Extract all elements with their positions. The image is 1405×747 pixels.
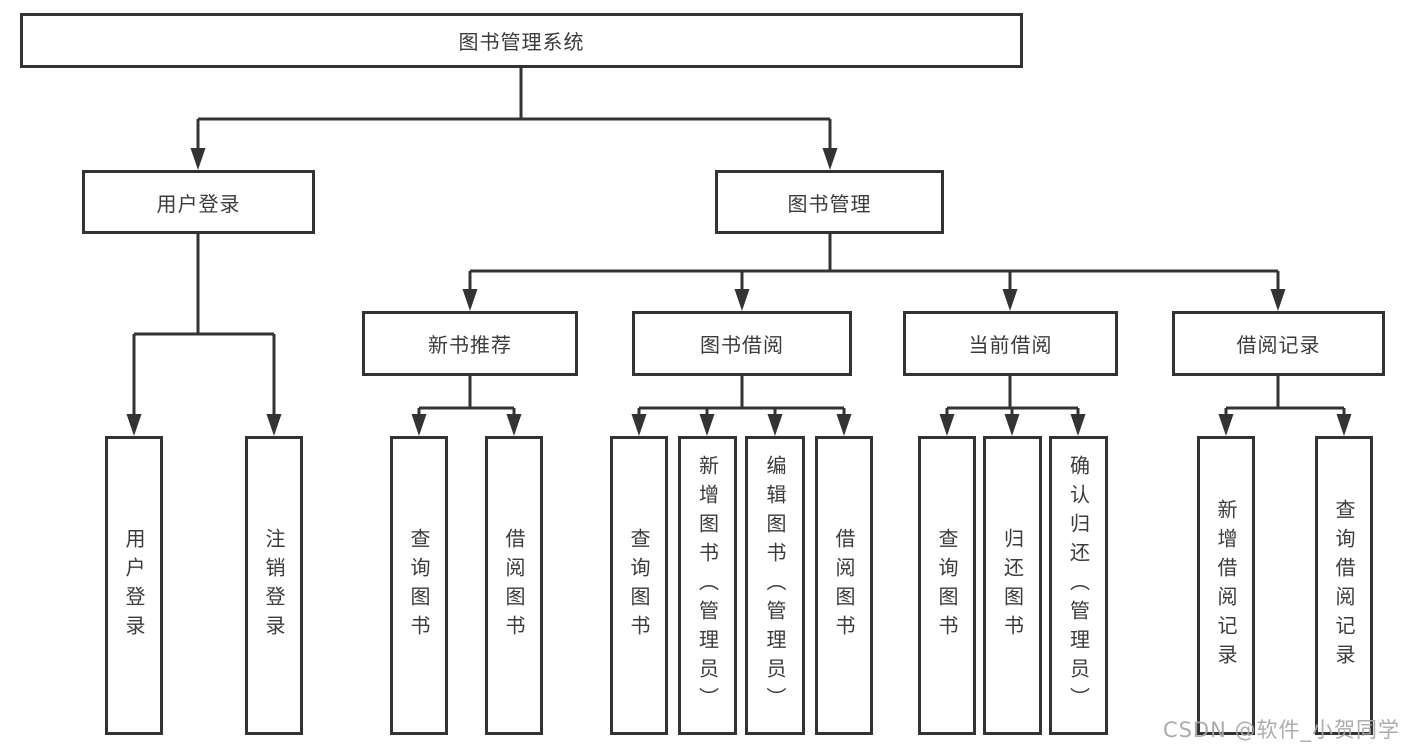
node-current-return-books: 归还图书 bbox=[983, 436, 1042, 735]
node-borrow-borrow-books: 借阅图书 bbox=[815, 436, 873, 735]
arrowhead-icon bbox=[836, 414, 852, 436]
csdn-watermark: CSDN @软件_小贺同学 bbox=[1162, 718, 1400, 742]
node-borrow-add-books-admin: 新增图书（管理员） bbox=[678, 436, 737, 735]
arrowheads-group bbox=[126, 148, 1352, 436]
arrowhead-icon bbox=[1218, 414, 1234, 436]
node-logout-action: 注销登录 bbox=[245, 436, 303, 735]
node-user-login: 用户登录 bbox=[82, 170, 315, 234]
node-current-confirm-return-admin: 确认归还（管理员） bbox=[1049, 436, 1108, 735]
node-new-book-recommendation: 新书推荐 bbox=[362, 311, 578, 376]
node-records-query-record: 查询借阅记录 bbox=[1315, 436, 1373, 735]
node-current-borrowing: 当前借阅 bbox=[903, 311, 1118, 376]
node-current-query-books: 查询图书 bbox=[918, 436, 976, 735]
node-borrow-query-books: 查询图书 bbox=[610, 436, 668, 735]
arrowhead-icon bbox=[190, 148, 206, 170]
arrowhead-icon bbox=[1070, 414, 1086, 436]
arrowhead-icon bbox=[734, 289, 750, 311]
node-recommend-borrow-books: 借阅图书 bbox=[485, 436, 543, 735]
node-book-management: 图书管理 bbox=[715, 170, 944, 234]
arrowhead-icon bbox=[631, 414, 647, 436]
arrowhead-icon bbox=[266, 414, 282, 436]
node-recommend-query-books: 查询图书 bbox=[390, 436, 448, 735]
arrowhead-icon bbox=[1004, 414, 1020, 436]
node-borrow-edit-books-admin: 编辑图书（管理员） bbox=[745, 436, 805, 735]
arrowhead-icon bbox=[699, 414, 715, 436]
node-library-system: 图书管理系统 bbox=[20, 13, 1023, 68]
arrowhead-icon bbox=[939, 414, 955, 436]
arrowhead-icon bbox=[1336, 414, 1352, 436]
arrowhead-icon bbox=[822, 148, 838, 170]
node-book-borrowing: 图书借阅 bbox=[632, 311, 852, 376]
arrowhead-icon bbox=[506, 414, 522, 436]
arrowhead-icon bbox=[462, 289, 478, 311]
arrowhead-icon bbox=[126, 414, 142, 436]
node-login-action: 用户登录 bbox=[105, 436, 163, 735]
arrowhead-icon bbox=[411, 414, 427, 436]
arrowhead-icon bbox=[1270, 289, 1286, 311]
node-borrowing-records: 借阅记录 bbox=[1172, 311, 1385, 376]
arrowhead-icon bbox=[767, 414, 783, 436]
arrowhead-icon bbox=[1002, 289, 1018, 311]
node-records-add-record: 新增借阅记录 bbox=[1197, 436, 1255, 735]
